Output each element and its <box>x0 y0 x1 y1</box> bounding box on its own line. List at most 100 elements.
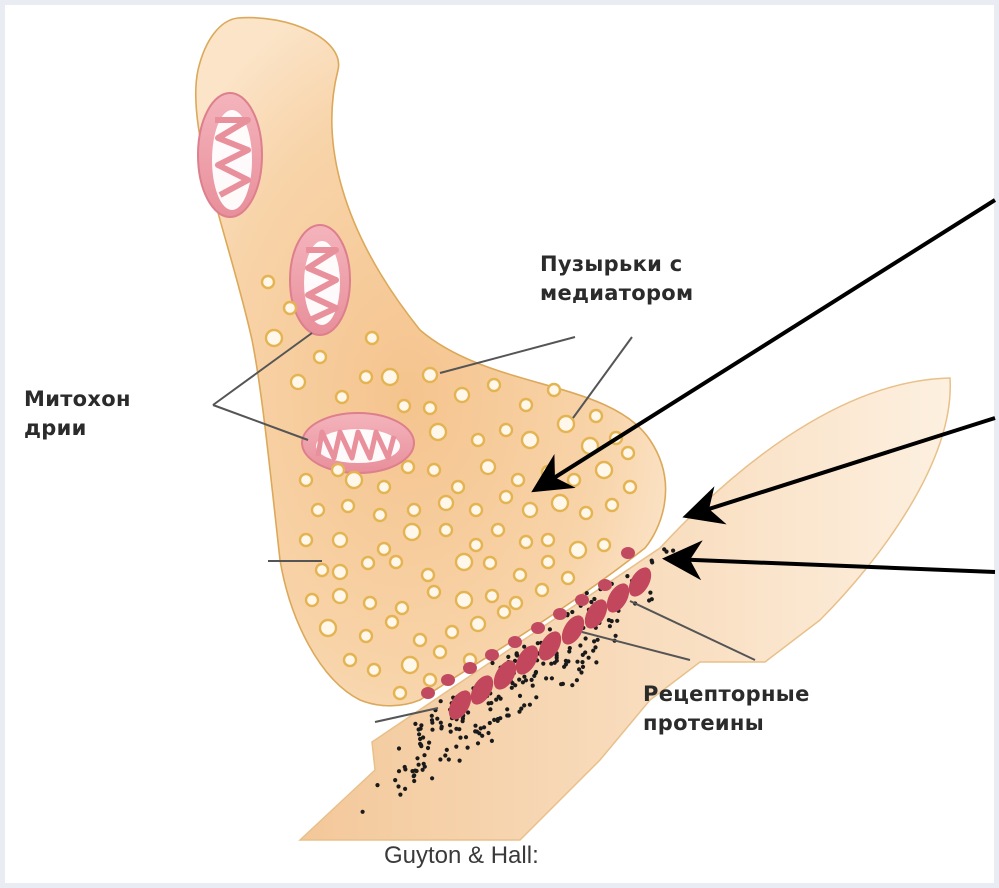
neurotransmitter-dot <box>479 726 483 730</box>
vesicle <box>498 606 510 618</box>
vesicle <box>471 617 485 631</box>
vesicle <box>512 474 524 486</box>
neurotransmitter-dot <box>507 713 511 717</box>
vesicle <box>520 536 532 548</box>
vesicle <box>382 369 398 385</box>
vesicle <box>568 474 580 486</box>
neurotransmitter-dot <box>440 725 444 729</box>
vesicle <box>423 368 437 382</box>
vesicle <box>500 424 512 436</box>
vesicle <box>312 504 324 516</box>
vesicle <box>548 384 560 396</box>
neurotransmitter-dot <box>664 550 668 554</box>
neurotransmitter-dot <box>584 636 588 640</box>
neurotransmitter-dot <box>426 746 430 750</box>
label-receptors: Рецепторные протеины <box>643 680 810 739</box>
vesicle <box>446 626 458 638</box>
neurotransmitter-dot <box>541 662 545 666</box>
neurotransmitter-dot <box>427 741 431 745</box>
vesicle <box>402 461 414 473</box>
vesicle <box>378 481 390 493</box>
release-site <box>508 636 522 648</box>
label-vesicles-line1: Пузырьки с <box>540 250 693 279</box>
vesicle <box>606 499 618 511</box>
vesicle <box>320 620 336 636</box>
vesicle <box>360 371 372 383</box>
neurotransmitter-dot <box>648 591 652 595</box>
vesicle <box>314 351 326 363</box>
neurotransmitter-dot <box>445 748 449 752</box>
vesicle <box>344 654 356 666</box>
neurotransmitter-dot <box>393 778 397 782</box>
neurotransmitter-dot <box>473 724 477 728</box>
label-mito-line2: дрии <box>24 414 131 443</box>
label-mito-line1: Митохон <box>24 385 131 414</box>
vesicle <box>262 276 274 288</box>
vesicle <box>522 432 538 448</box>
vesicle <box>396 602 408 614</box>
neurotransmitter-dot <box>650 560 654 564</box>
vesicle <box>346 472 362 488</box>
vesicle <box>488 379 500 391</box>
vesicle <box>364 597 376 609</box>
neurotransmitter-dot <box>591 649 595 653</box>
neurotransmitter-dot <box>579 670 583 674</box>
vesicle <box>424 674 436 686</box>
release-site <box>598 579 612 591</box>
neurotransmitter-dot <box>594 660 598 664</box>
vesicle <box>456 592 472 608</box>
neurotransmitter-dot <box>592 639 596 643</box>
neurotransmitter-dot <box>361 810 365 814</box>
release-site <box>531 622 545 634</box>
neurotransmitter-dot <box>559 682 563 686</box>
neurotransmitter-dot <box>419 723 423 727</box>
vesicle <box>390 556 402 568</box>
neurotransmitter-dot <box>570 683 574 687</box>
vesicle <box>366 332 378 344</box>
vesicle <box>598 539 610 551</box>
neurotransmitter-dot <box>412 779 416 783</box>
neurotransmitter-dot <box>422 753 426 757</box>
release-site <box>621 547 635 559</box>
neurotransmitter-dot <box>375 783 379 787</box>
vesicle <box>428 464 440 476</box>
neurotransmitter-dot <box>534 695 538 699</box>
neurotransmitter-dot <box>671 549 675 553</box>
vesicle <box>300 534 312 546</box>
vesicle <box>520 399 532 411</box>
neurotransmitter-dot <box>585 591 589 595</box>
neurotransmitter-dot <box>548 627 552 631</box>
neurotransmitter-dot <box>505 707 509 711</box>
vesicle <box>394 687 406 699</box>
vesicle <box>402 657 418 673</box>
vesicle <box>424 402 436 414</box>
neurotransmitter-dot <box>417 763 421 767</box>
neurotransmitter-dot <box>549 662 553 666</box>
neurotransmitter-dot <box>570 610 574 614</box>
vesicle <box>536 584 548 596</box>
vesicle <box>558 416 574 432</box>
neurotransmitter-dot <box>528 703 532 707</box>
neurotransmitter-dot <box>397 769 401 773</box>
neurotransmitter-dot <box>650 597 654 601</box>
neurotransmitter-dot <box>403 767 407 771</box>
neurotransmitter-dot <box>486 731 490 735</box>
neurotransmitter-dot <box>475 730 479 734</box>
vesicle <box>542 556 554 568</box>
label-vesicles: Пузырьки с медиатором <box>540 250 693 309</box>
neurotransmitter-dot <box>415 756 419 760</box>
neurotransmitter-dot <box>544 676 548 680</box>
neurotransmitter-dot <box>607 618 611 622</box>
release-site <box>441 674 455 686</box>
label-receptors-line2: протеины <box>643 709 810 738</box>
vesicle <box>422 569 434 581</box>
neurotransmitter-dot <box>581 653 585 657</box>
neurotransmitter-dot <box>417 732 421 736</box>
neurotransmitter-dot <box>418 737 422 741</box>
neurotransmitter-dot <box>517 678 521 682</box>
vesicle <box>440 524 452 536</box>
neurotransmitter-dot <box>430 728 434 732</box>
vesicle <box>596 462 612 478</box>
neurotransmitter-dot <box>412 774 416 778</box>
